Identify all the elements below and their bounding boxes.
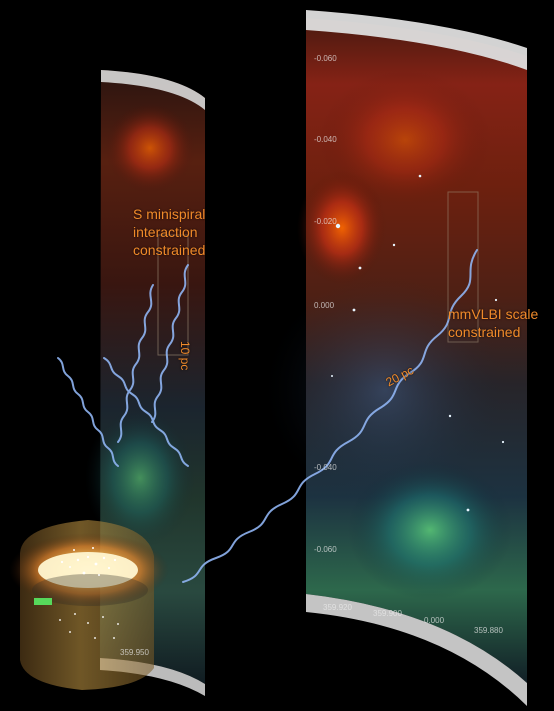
helix-left-2 xyxy=(103,357,189,467)
disk-shadow xyxy=(32,574,148,606)
right-bottom-tick-1: 359.920 xyxy=(323,603,352,612)
helix-upper-1 xyxy=(151,264,189,423)
right-tick-4: 0.000 xyxy=(314,301,335,310)
left-panel-green-cloud xyxy=(85,408,195,548)
right-bottom-tick-2: 359.900 xyxy=(373,609,402,618)
helix-left-1 xyxy=(57,357,119,467)
left-panel-top-edge xyxy=(101,70,205,110)
helix-long xyxy=(182,249,478,583)
left-bottom-tick: 359.950 xyxy=(120,648,149,657)
right-tick-2: -0.040 xyxy=(314,135,337,144)
right-tick-6: -0.060 xyxy=(314,545,337,554)
torus-inner xyxy=(38,552,138,588)
right-panel-stars xyxy=(331,174,505,512)
s-minispiral-label-line3: constrained xyxy=(133,242,206,258)
central-object xyxy=(9,520,169,690)
helix-upper-2 xyxy=(117,284,154,443)
jet-helices xyxy=(57,249,478,583)
mmvlbi-label-line2: constrained xyxy=(448,324,521,340)
s-minispiral-label-line2: interaction xyxy=(133,224,198,240)
left-panel-red-cloud xyxy=(105,103,195,193)
right-panel-red-extension xyxy=(319,70,491,210)
right-tick-3: -0.020 xyxy=(314,217,337,226)
scale-10pc-label: 10 pc xyxy=(178,341,192,371)
right-tick-1: -0.060 xyxy=(314,54,337,63)
right-panel-top-edge xyxy=(306,10,527,70)
right-tick-5: -0.040 xyxy=(314,463,337,472)
right-image-panel xyxy=(265,10,527,706)
mmvlbi-label-line1: mmVLBI scale xyxy=(448,306,539,322)
s-minispiral-label-line1: S minispiral xyxy=(133,206,206,222)
disk-particles xyxy=(59,613,119,639)
right-panel-inset-box xyxy=(447,191,479,343)
left-panel-inset-box xyxy=(157,234,189,356)
right-bottom-tick-3: 0.000 xyxy=(424,616,445,625)
green-marker xyxy=(34,598,52,605)
core-particles xyxy=(60,547,117,576)
right-panel-bottom-edge xyxy=(306,594,527,706)
right-bottom-tick-4: 359.880 xyxy=(474,626,503,635)
right-panel-blue-cloud xyxy=(265,275,505,505)
